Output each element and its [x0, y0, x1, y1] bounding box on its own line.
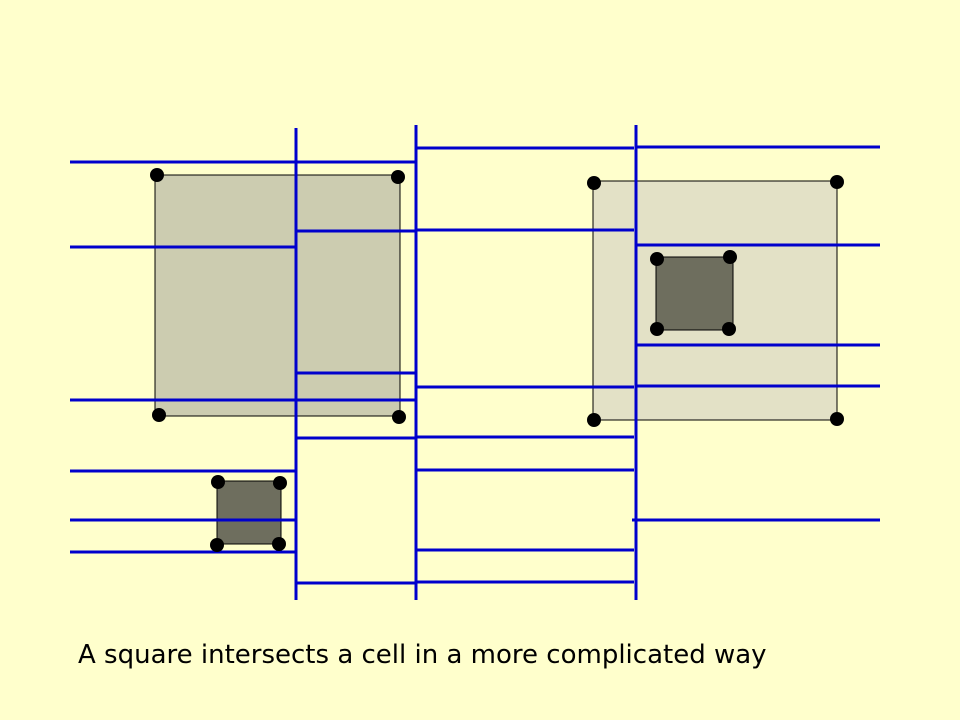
corner-dot — [723, 250, 737, 264]
corner-dot — [830, 175, 844, 189]
corner-dot — [650, 252, 664, 266]
square-small-right — [655, 256, 734, 331]
corner-dot — [210, 538, 224, 552]
grid-lines — [70, 125, 880, 600]
square-large-left — [154, 174, 401, 417]
corner-dot — [150, 168, 164, 182]
corner-dot — [392, 410, 406, 424]
corner-dot — [587, 176, 601, 190]
square-small-left — [216, 480, 282, 545]
corner-dot — [722, 322, 736, 336]
corner-dots — [150, 168, 844, 552]
caption: A square intersects a cell in a more com… — [78, 640, 767, 670]
corner-dot — [587, 413, 601, 427]
corner-dot — [650, 322, 664, 336]
corner-dot — [211, 475, 225, 489]
corner-dot — [830, 412, 844, 426]
corner-dot — [152, 408, 166, 422]
corner-dot — [391, 170, 405, 184]
corner-dot — [273, 476, 287, 490]
corner-dot — [272, 537, 286, 551]
